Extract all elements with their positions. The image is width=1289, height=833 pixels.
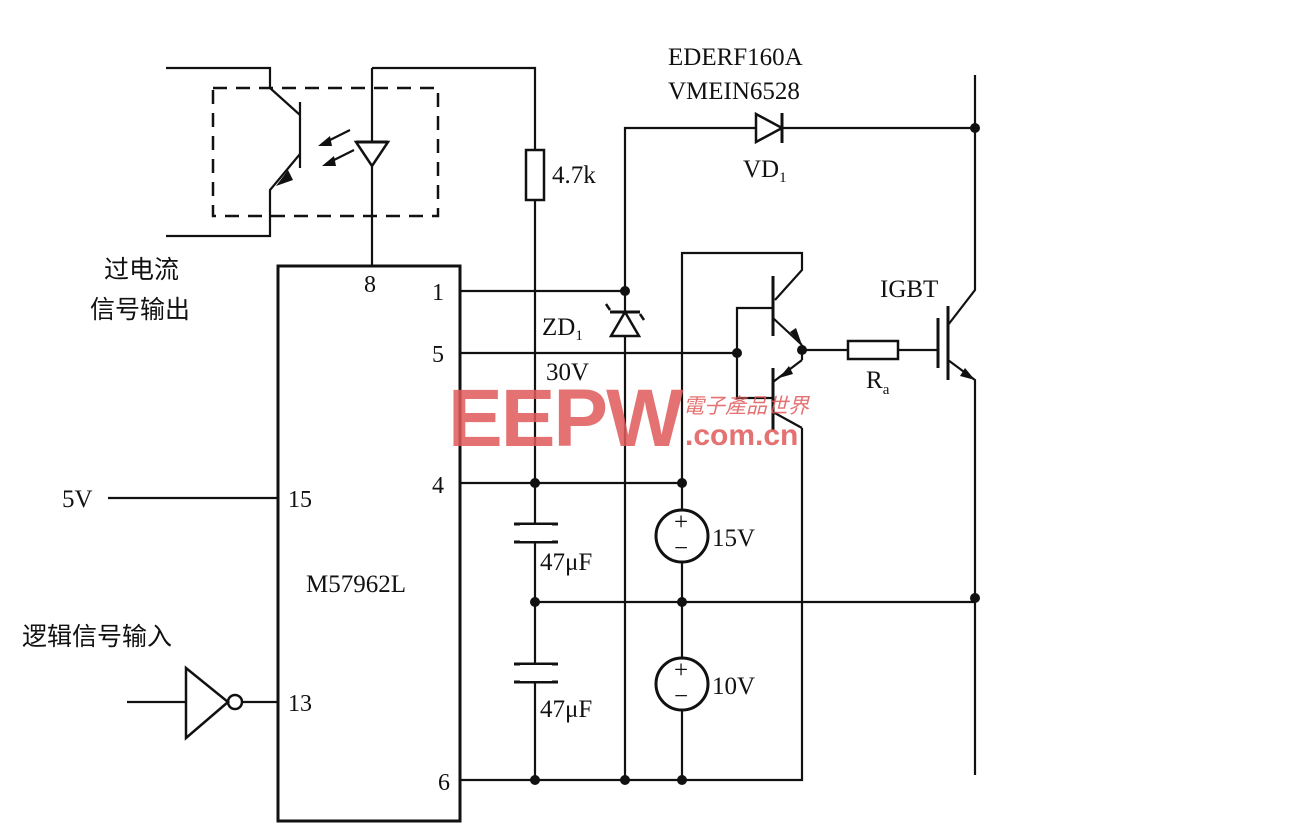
resistor-4k7 (524, 148, 546, 780)
inverter-gate (127, 665, 244, 741)
overcurrent-output-label-2: 信号输出 (90, 295, 190, 324)
resistor-4k7-label: 4.7k (552, 162, 596, 189)
driver-ic (276, 264, 462, 823)
wire-pin6 (460, 428, 804, 782)
eepw-watermark: EEPW .com.cn 電子產品世界 (448, 373, 810, 464)
pin-6-label: 6 (438, 770, 450, 796)
diode-part-number-2: VMEIN6528 (668, 78, 800, 105)
igbt-label: IGBT (880, 276, 938, 303)
supply-5v-label: 5V (62, 486, 93, 513)
wire-led-to-resistor (372, 66, 537, 150)
source-10v-plus: + (674, 657, 688, 684)
zener-zd1-label: ZD1 (542, 314, 583, 344)
diode-vd1-label: VD1 (743, 156, 787, 186)
pin-4-label: 4 (432, 473, 444, 499)
logic-input-label: 逻辑信号输入 (22, 622, 172, 651)
diode-vd1 (623, 111, 975, 291)
watermark-logo: EEPW (448, 373, 684, 464)
zener-zd1 (604, 291, 646, 780)
push-pull-stage (680, 251, 848, 483)
source-15v-plus: + (674, 509, 688, 536)
pin-5-label: 5 (432, 342, 444, 368)
capacitor-1-label: 47μF (540, 549, 592, 576)
pin-8-label: 8 (364, 272, 376, 298)
capacitor-2 (514, 662, 558, 684)
optocoupler (166, 66, 440, 266)
source-10v-label: 10V (712, 673, 755, 700)
pin-13-label: 13 (288, 691, 312, 717)
source-15v-label: 15V (712, 525, 755, 552)
watermark-tagline: 電子產品世界 (683, 394, 810, 418)
pin-15-label: 15 (288, 487, 312, 513)
resistor-ra (846, 339, 938, 361)
pin-1-label: 1 (432, 280, 444, 306)
source-10v-minus: − (674, 683, 688, 710)
resistor-ra-label: Ra (866, 367, 890, 398)
zener-voltage-label: 30V (546, 359, 589, 386)
diode-part-number-1: EDERF160A (668, 44, 803, 71)
overcurrent-output-label-1: 过电流 (104, 255, 179, 284)
igbt (936, 75, 977, 775)
source-15v-minus: − (674, 535, 688, 562)
junction-dots (530, 123, 980, 785)
capacitor-2-label: 47μF (540, 696, 592, 723)
source-10v (654, 656, 710, 712)
watermark-site: .com.cn (685, 419, 798, 452)
capacitor-1 (514, 522, 558, 544)
source-15v (654, 508, 710, 564)
chip-label: M57962L (306, 571, 406, 598)
